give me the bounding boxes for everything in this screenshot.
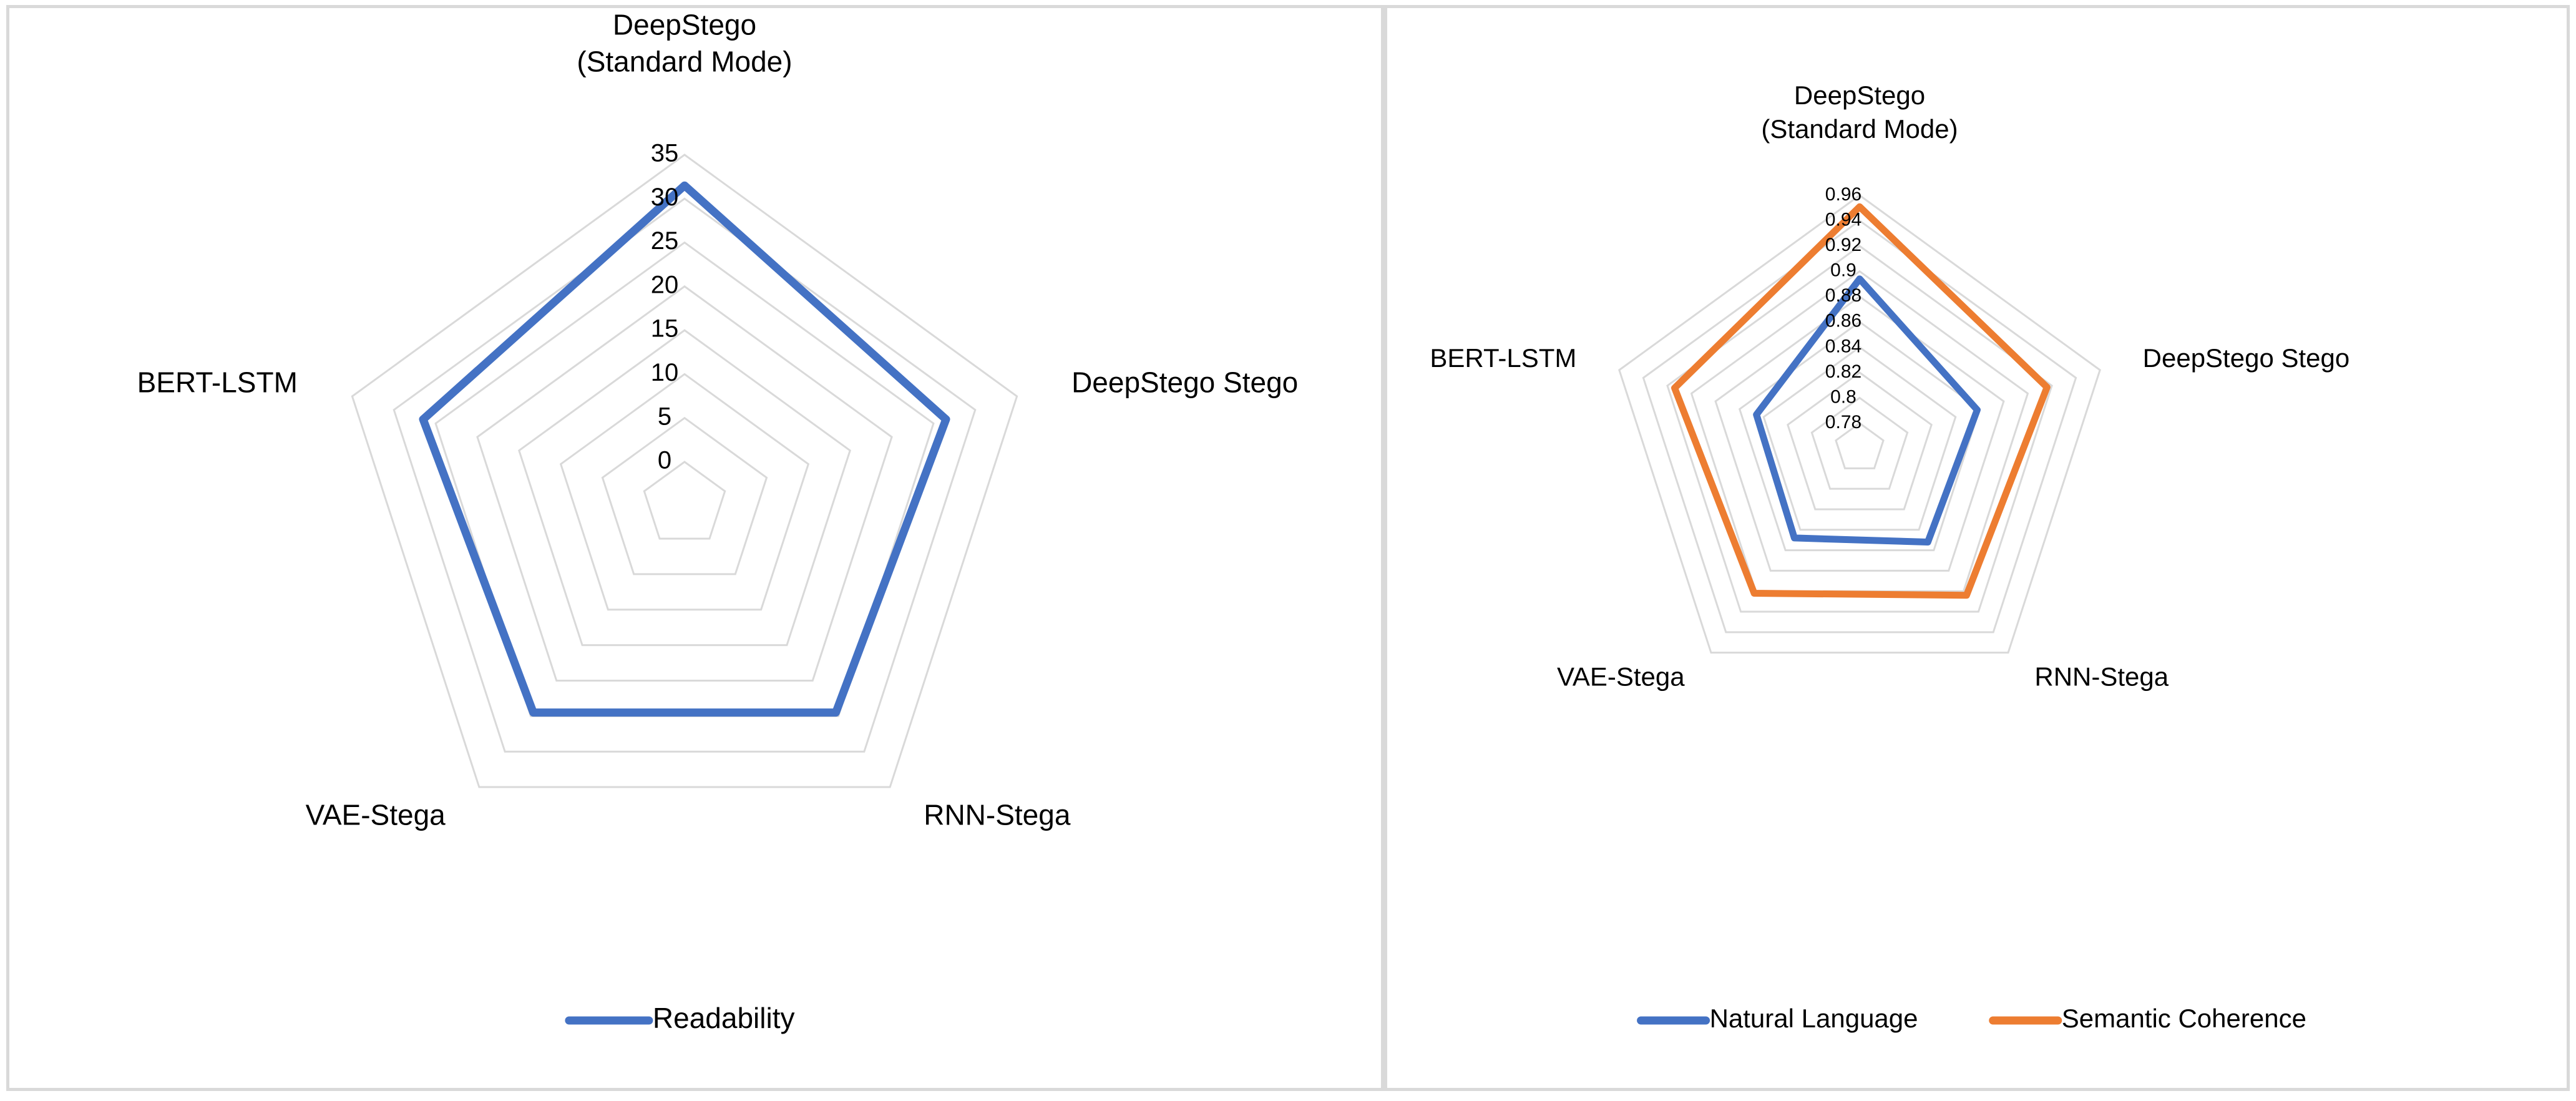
- axis-tick-label: 0.92: [1825, 235, 1861, 255]
- gridline-ring: [1618, 194, 2101, 654]
- category-label-0: DeepStego (Standard Mode): [1761, 81, 1958, 144]
- legend: Natural Language Semantic Coherence: [1637, 1004, 2306, 1033]
- category-labels: DeepStego (Standard Mode) DeepStego StegoR…: [137, 9, 1299, 831]
- radar-chart-quality: 0.780.80.820.840.860.880.90.920.940.96De…: [1430, 81, 2349, 1033]
- category-label-line: (Standard Mode): [577, 46, 792, 78]
- series-polygon-natural-language: [1753, 275, 1981, 546]
- gridline-ring: [1762, 346, 1957, 531]
- axis-tick-label: 25: [651, 227, 679, 255]
- category-label-line: RNN-Stega: [2034, 662, 2169, 692]
- gridline-ring: [476, 285, 893, 682]
- radar-series-group: [1671, 203, 2051, 599]
- category-label-line: VAE-Stega: [306, 799, 446, 831]
- category-label-line: RNN-Stega: [924, 799, 1071, 831]
- axis-tick-label: 35: [651, 140, 679, 167]
- gridline-ring: [1787, 371, 1933, 511]
- gridline-ring: [643, 461, 726, 540]
- category-label-4: BERT-LSTM: [137, 366, 298, 399]
- category-label-line: DeepStego: [613, 9, 756, 41]
- axis-tick-label: 10: [651, 359, 679, 386]
- category-label-line: DeepStego: [1794, 81, 1925, 110]
- radial-axis-labels: 0.78 0.8 0.82 0.84 0.86 0.88 0.9 0.92 0.94 0.96: [1825, 184, 1861, 433]
- category-label-line: VAE-Stega: [1557, 662, 1685, 692]
- category-labels: DeepStego (Standard Mode) DeepStego StegoR…: [1430, 81, 2349, 692]
- legend-label-natural-language[interactable]: Natural Language: [1710, 1004, 1918, 1033]
- legend: Readability: [565, 1002, 795, 1034]
- radar-gridlines: [351, 154, 1018, 788]
- category-label-2: RNN-Stega: [924, 799, 1071, 831]
- category-label-line: BERT-LSTM: [1430, 343, 1576, 373]
- legend-label-semantic-coherence[interactable]: Semantic Coherence: [2062, 1004, 2306, 1033]
- legend-label-readability[interactable]: Readability: [653, 1002, 795, 1034]
- category-label-1: DeepStego Stego: [1071, 366, 1298, 399]
- category-label-line: BERT-LSTM: [137, 366, 298, 399]
- category-label-0: DeepStego (Standard Mode): [577, 9, 792, 78]
- axis-tick-label: 0.78: [1825, 412, 1861, 433]
- gridline-ring: [1642, 219, 2077, 634]
- axis-tick-label: 0: [658, 447, 671, 474]
- gridline-ring: [559, 373, 810, 611]
- axis-tick-label: 0.9: [1830, 260, 1856, 281]
- axis-tick-label: 5: [658, 403, 671, 430]
- category-label-line: (Standard Mode): [1761, 114, 1958, 144]
- axis-tick-label: 0.84: [1825, 336, 1861, 356]
- radial-axis-labels: 0 5 10 15 20 25 30 35: [651, 140, 679, 474]
- gridline-ring: [601, 416, 768, 575]
- series-polygon-readability: [419, 181, 950, 717]
- axis-tick-label: 20: [651, 271, 679, 298]
- category-label-3: VAE-Stega: [306, 799, 446, 831]
- axis-tick-label: 0.8: [1830, 386, 1856, 407]
- series-polygon-semantic-coherence: [1671, 203, 2051, 599]
- gridline-ring: [1835, 422, 1885, 469]
- category-label-4: BERT-LSTM: [1430, 343, 1576, 373]
- axis-tick-label: 0.96: [1825, 184, 1861, 205]
- category-label-1: DeepStego Stego: [2143, 343, 2350, 373]
- axis-tick-label: 0.88: [1825, 285, 1861, 306]
- axis-tick-label: 0.82: [1825, 361, 1861, 382]
- axis-tick-label: 15: [651, 315, 679, 343]
- category-label-2: RNN-Stega: [2034, 662, 2169, 692]
- axis-tick-label: 30: [651, 184, 679, 211]
- gridline-ring: [351, 154, 1018, 788]
- axis-tick-label: 0.86: [1825, 311, 1861, 331]
- axis-tick-label: 0.94: [1825, 209, 1861, 230]
- gridline-ring: [518, 329, 851, 647]
- gridline-ring: [1810, 396, 1909, 490]
- radar-series-group: [419, 181, 950, 717]
- category-label-line: DeepStego Stego: [2143, 343, 2350, 373]
- gridline-ring: [1714, 295, 2005, 572]
- category-label-3: VAE-Stega: [1557, 662, 1685, 692]
- gridline-ring: [393, 197, 977, 753]
- category-label-line: DeepStego Stego: [1071, 366, 1298, 399]
